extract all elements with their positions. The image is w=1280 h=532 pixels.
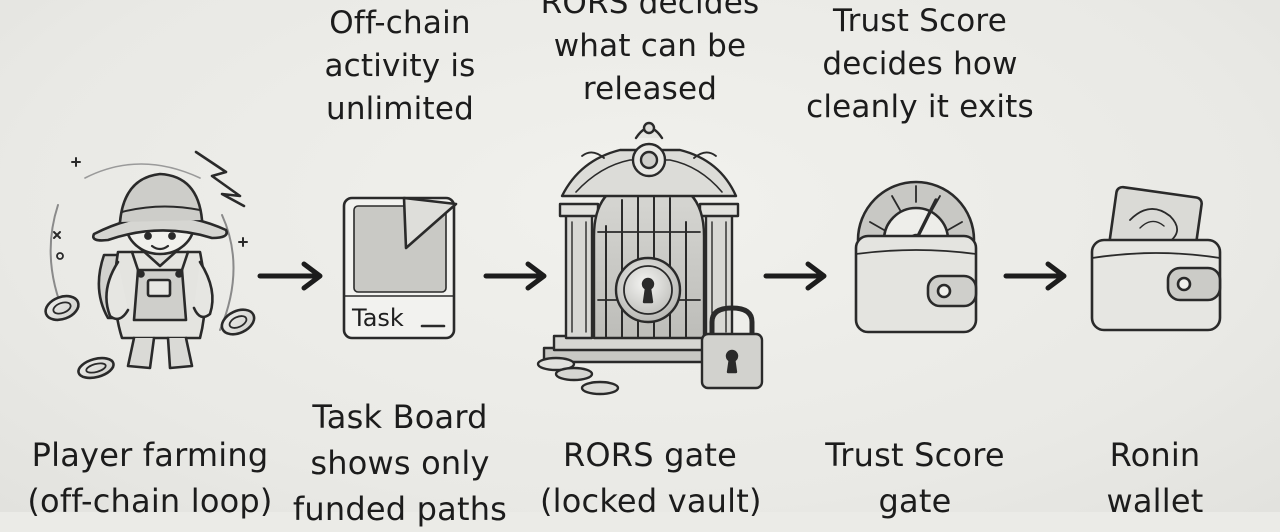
player-farmer-icon xyxy=(44,150,256,380)
caption-rors-decides: RORS decides what can be released xyxy=(540,0,760,107)
node-label-rors-gate: RORS gate (locked vault) xyxy=(540,436,762,520)
caption-trust-score-decides: Trust Score decides how cleanly it exits xyxy=(806,3,1034,125)
arrow-taskboard-to-rors xyxy=(483,261,547,291)
arrow-player-to-taskboard xyxy=(257,261,323,291)
node-label-player-farming: Player farming (off-chain loop) xyxy=(27,436,273,520)
arrow-trust-to-ronin xyxy=(1003,261,1067,291)
caption-offchain-activity: Off-chain activity is unlimited xyxy=(324,5,476,127)
locked-vault-icon xyxy=(536,121,764,396)
node-label-trust-score-gate: Trust Score gate xyxy=(825,436,1005,520)
node-label-task-board: Task Board shows only funded paths xyxy=(292,398,508,528)
task-card-label: Task xyxy=(351,304,404,332)
wallet-gauge-icon xyxy=(854,180,978,334)
node-label-ronin-wallet: Ronin wallet xyxy=(1106,436,1204,520)
arrow-rors-to-trust xyxy=(763,261,827,291)
task-card-icon xyxy=(342,196,458,340)
ronin-wallet-icon xyxy=(1090,185,1222,332)
flow-illustrations: Task xyxy=(44,121,1222,396)
